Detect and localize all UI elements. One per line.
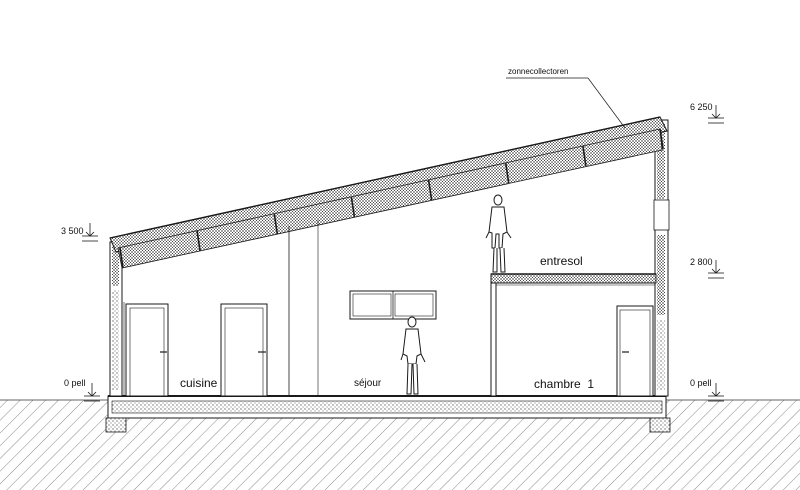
level-mark-eave — [82, 223, 98, 242]
door-kitchen-left — [125, 303, 169, 397]
level-mark-mezzanine — [708, 260, 724, 279]
roof-rib — [659, 128, 664, 150]
roof — [109, 116, 668, 269]
roof-rib — [350, 196, 356, 218]
level-mark-top — [708, 105, 724, 124]
roof-rib — [582, 145, 587, 167]
room-label-bedroom: chambre 1 — [534, 377, 594, 391]
roof-rib — [273, 213, 279, 235]
level-label-ground-right: 0 pell — [690, 378, 712, 388]
interior-lines — [123, 220, 319, 396]
roof-rib — [196, 230, 201, 252]
level-mark-ground-left — [84, 383, 100, 402]
person-living — [400, 316, 426, 395]
floor-slab — [105, 395, 671, 433]
roof-rib — [427, 179, 433, 201]
room-label-kitchen: cuisine — [180, 376, 218, 390]
roof-rib — [119, 247, 124, 269]
door-bedroom — [616, 305, 654, 397]
room-label-mezzanine: entresol — [540, 254, 583, 268]
level-label-top: 6 250 — [690, 102, 713, 112]
door-kitchen-right — [220, 303, 268, 397]
level-label-eave: 3 500 — [61, 226, 84, 236]
left-wall — [109, 241, 123, 397]
right-wall — [653, 119, 670, 397]
person-mezzanine — [485, 194, 512, 273]
level-label-mezzanine: 2 800 — [690, 257, 713, 267]
label-solar-collectors: zonnecollectoren — [508, 67, 568, 76]
mezzanine — [490, 273, 657, 397]
leader-solar-collectors — [506, 77, 626, 129]
level-label-ground-left: 0 pell — [64, 378, 86, 388]
roof-rib — [504, 162, 510, 184]
window-living — [349, 290, 437, 320]
level-mark-ground-right — [708, 383, 724, 402]
room-label-living: séjour — [354, 378, 382, 389]
